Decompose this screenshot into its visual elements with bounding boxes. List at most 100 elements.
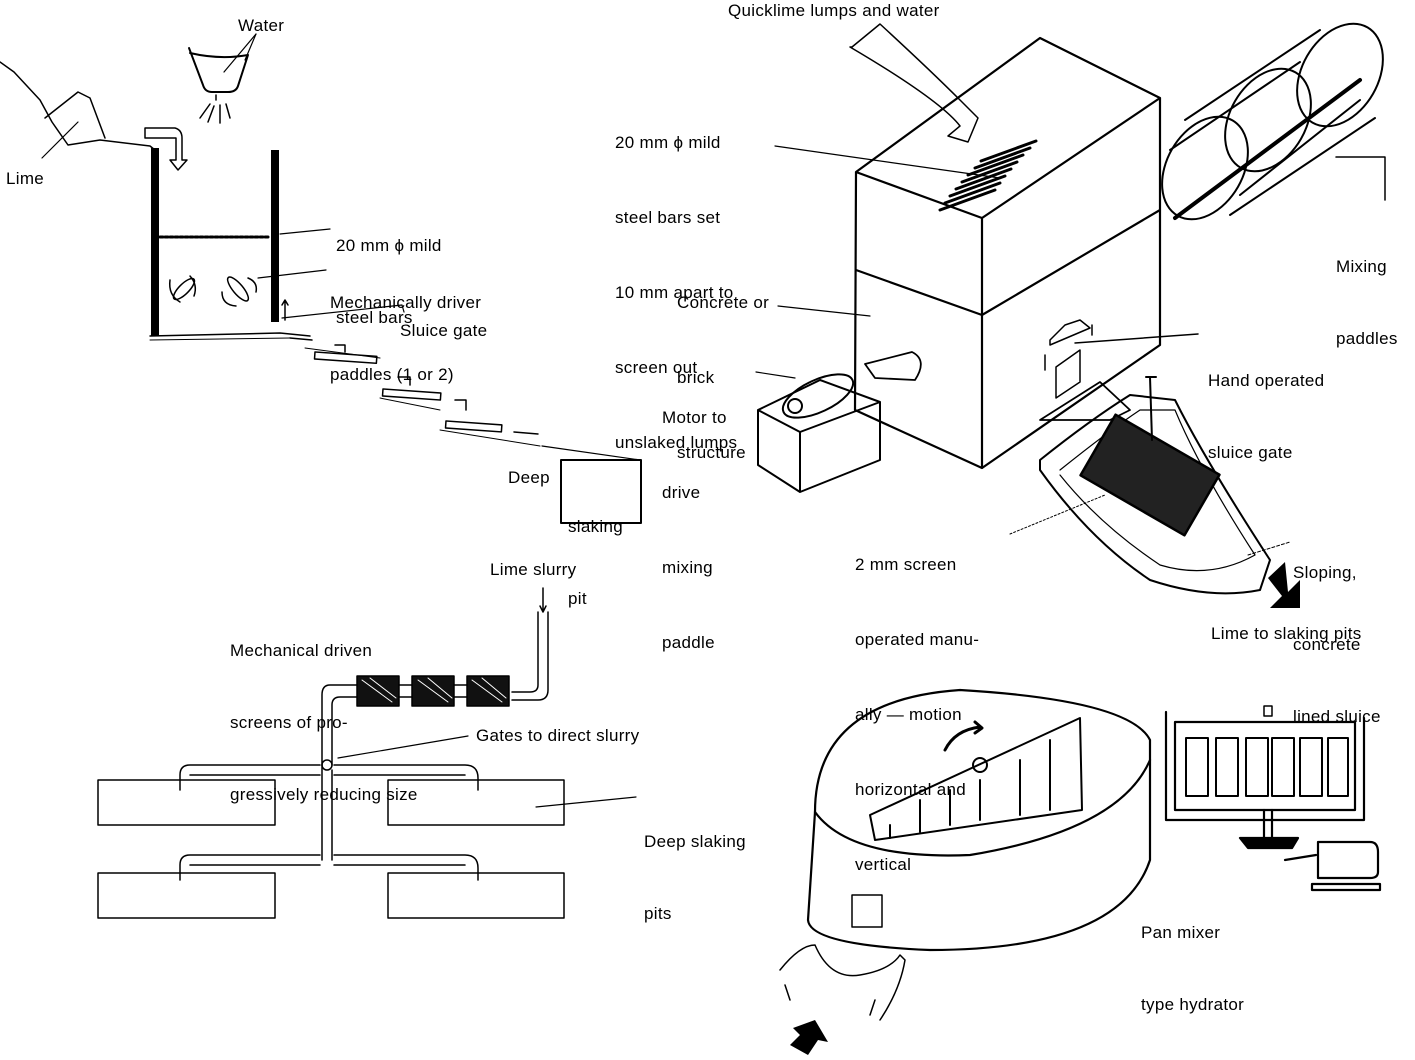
screens-label-line-1: Mechanical driven bbox=[230, 641, 373, 660]
deep-pits-label-line-2: pits bbox=[644, 904, 672, 923]
lime-out-arrow bbox=[1268, 562, 1300, 608]
lime-label: Lime bbox=[6, 169, 45, 188]
bars-set-label: 20 mm ϕ mild steel bars set 10 mm apart … bbox=[615, 80, 737, 480]
deep-pits-label: Deep slaking pits bbox=[644, 782, 746, 950]
water-bucket bbox=[188, 47, 249, 93]
mixing-paddles-cage bbox=[1161, 22, 1384, 221]
tank-floor bbox=[149, 332, 311, 337]
concrete-sluice bbox=[1039, 394, 1271, 595]
slaking-pit-label-line-2: pit bbox=[568, 589, 587, 608]
drive-belt bbox=[864, 351, 922, 381]
pan-rotation-arrow bbox=[943, 720, 984, 752]
water-leader-2 bbox=[244, 33, 257, 61]
pan-mixer-label-line-1: Pan mixer bbox=[1141, 923, 1221, 942]
sloping-leader bbox=[1247, 541, 1291, 556]
pits-leader bbox=[535, 796, 637, 808]
screen-label-line-2: operated manu- bbox=[855, 630, 980, 649]
motor-label-line-2: drive bbox=[662, 483, 701, 502]
slaking-pit-top-left bbox=[97, 779, 276, 826]
pour-arrow bbox=[144, 127, 188, 171]
water-label: Water bbox=[238, 16, 285, 35]
structure-label-line-2: brick bbox=[677, 368, 715, 387]
paddle-left bbox=[168, 275, 197, 303]
motor-label-line-3: mixing bbox=[662, 558, 713, 577]
slaking-pit-bottom-left bbox=[97, 872, 276, 919]
tank-left-wall bbox=[151, 148, 159, 336]
steel-bars-label: 20 mm ϕ mild steel bars bbox=[336, 186, 442, 354]
structure-label: Concrete or brick structure bbox=[677, 240, 769, 490]
deep-pits-label-line-1: Deep slaking bbox=[644, 832, 746, 851]
box-slaker-drawing bbox=[755, 22, 1386, 608]
screen-handle bbox=[1145, 376, 1157, 441]
sluice-gate-label: Sluice gate bbox=[400, 321, 488, 340]
lime-bag bbox=[0, 61, 156, 151]
tank-right-wall bbox=[271, 150, 279, 322]
slurry-inlet-arrow bbox=[539, 587, 547, 613]
structure-label-line-3: structure bbox=[677, 443, 746, 462]
motor-base bbox=[757, 379, 881, 493]
slaking-pit-bottom-right bbox=[387, 872, 565, 919]
screens-label: Mechanical driven screens of pro- gressi… bbox=[230, 591, 418, 831]
screen-distribution-drawing bbox=[97, 587, 637, 919]
slaking-pit-box bbox=[560, 459, 642, 524]
channel-3 bbox=[444, 420, 503, 433]
steel-bars-label-line-1: 20 mm ϕ mild bbox=[336, 236, 442, 255]
flow-arrows bbox=[289, 337, 539, 435]
hand-sluice-gate bbox=[1044, 319, 1093, 399]
bars-set-label-line-4: screen out bbox=[615, 358, 698, 377]
pan-mixer-drawing bbox=[779, 688, 1382, 1055]
stepped-slaker-drawing bbox=[0, 33, 642, 524]
pan-mixer-label-line-2: type hydrator bbox=[1141, 995, 1245, 1014]
paddle-right bbox=[221, 276, 258, 307]
gate-leader bbox=[281, 304, 405, 319]
hand-gate-label: Hand operated sluice gate bbox=[1208, 321, 1324, 489]
screen-2mm bbox=[1079, 413, 1221, 537]
bars-set-label-line-2: steel bars set bbox=[615, 208, 721, 227]
screen-boxes bbox=[356, 675, 510, 707]
mixing-paddles-label: Mixing paddles bbox=[1336, 207, 1398, 375]
screen-label: 2 mm screen operated manu- ally — motion… bbox=[855, 502, 979, 902]
hand-gate-label-line-2: sluice gate bbox=[1208, 443, 1293, 462]
gate-valve bbox=[321, 759, 333, 771]
lime-leader bbox=[41, 121, 79, 159]
motor-body bbox=[781, 373, 855, 419]
quicklime-label: Quicklime lumps and water bbox=[728, 1, 940, 20]
channel-1 bbox=[313, 351, 378, 365]
slurry-pipe bbox=[321, 611, 549, 766]
bars-set-label-line-5: unslaked lumps bbox=[615, 433, 738, 452]
sloping-sluice-label: Sloping, concrete lined sluice bbox=[1293, 513, 1381, 753]
outlet-chute bbox=[1039, 381, 1131, 421]
mixing-paddles-leader bbox=[1335, 156, 1386, 201]
paddles-label-line-2: paddles (1 or 2) bbox=[330, 365, 454, 384]
box-outline bbox=[853, 36, 1162, 470]
motor-leader bbox=[755, 371, 796, 379]
screen-label-line-4: horizontal and bbox=[855, 780, 966, 799]
sloping-sluice-label-line-2: concrete bbox=[1293, 635, 1361, 654]
hand-gate-leader bbox=[1074, 333, 1199, 344]
sloping-sluice-label-line-1: Sloping, bbox=[1293, 563, 1357, 582]
mixing-paddles-label-line-2: paddles bbox=[1336, 329, 1398, 348]
gates-label: Gates to direct slurry bbox=[476, 726, 640, 745]
bar-grid bbox=[938, 139, 1038, 212]
screen-label-line-5: vertical bbox=[855, 855, 912, 874]
bars-set-label-line-3: 10 mm apart to bbox=[615, 283, 734, 302]
gates-leader bbox=[337, 735, 469, 759]
pan-rim bbox=[813, 758, 1152, 857]
pan-chute bbox=[779, 944, 906, 1021]
pan-output-arrow bbox=[790, 1020, 828, 1055]
structure-leader bbox=[777, 305, 871, 317]
deep-label: Deep bbox=[508, 468, 550, 487]
steel-bars-label-line-2: steel bars bbox=[336, 308, 413, 327]
floor-hatch bbox=[149, 337, 541, 447]
bars-set-label-line-1: 20 mm ϕ mild bbox=[615, 133, 721, 152]
hand-gate-label-line-1: Hand operated bbox=[1208, 371, 1325, 390]
paddles-label: Mechanically driver paddles (1 or 2) bbox=[330, 243, 481, 411]
motor-label-line-1: Motor to bbox=[662, 408, 727, 427]
distribution-manifold bbox=[179, 764, 479, 881]
lime-to-pits-label: Lime to slaking pits bbox=[1211, 624, 1362, 643]
pan-mixer-label: Pan mixer type hydrator bbox=[1141, 873, 1244, 1041]
mixer-blades bbox=[1185, 737, 1349, 797]
structure-label-line-1: Concrete or bbox=[677, 293, 770, 312]
lime-slurry-label: Lime slurry bbox=[490, 560, 577, 579]
